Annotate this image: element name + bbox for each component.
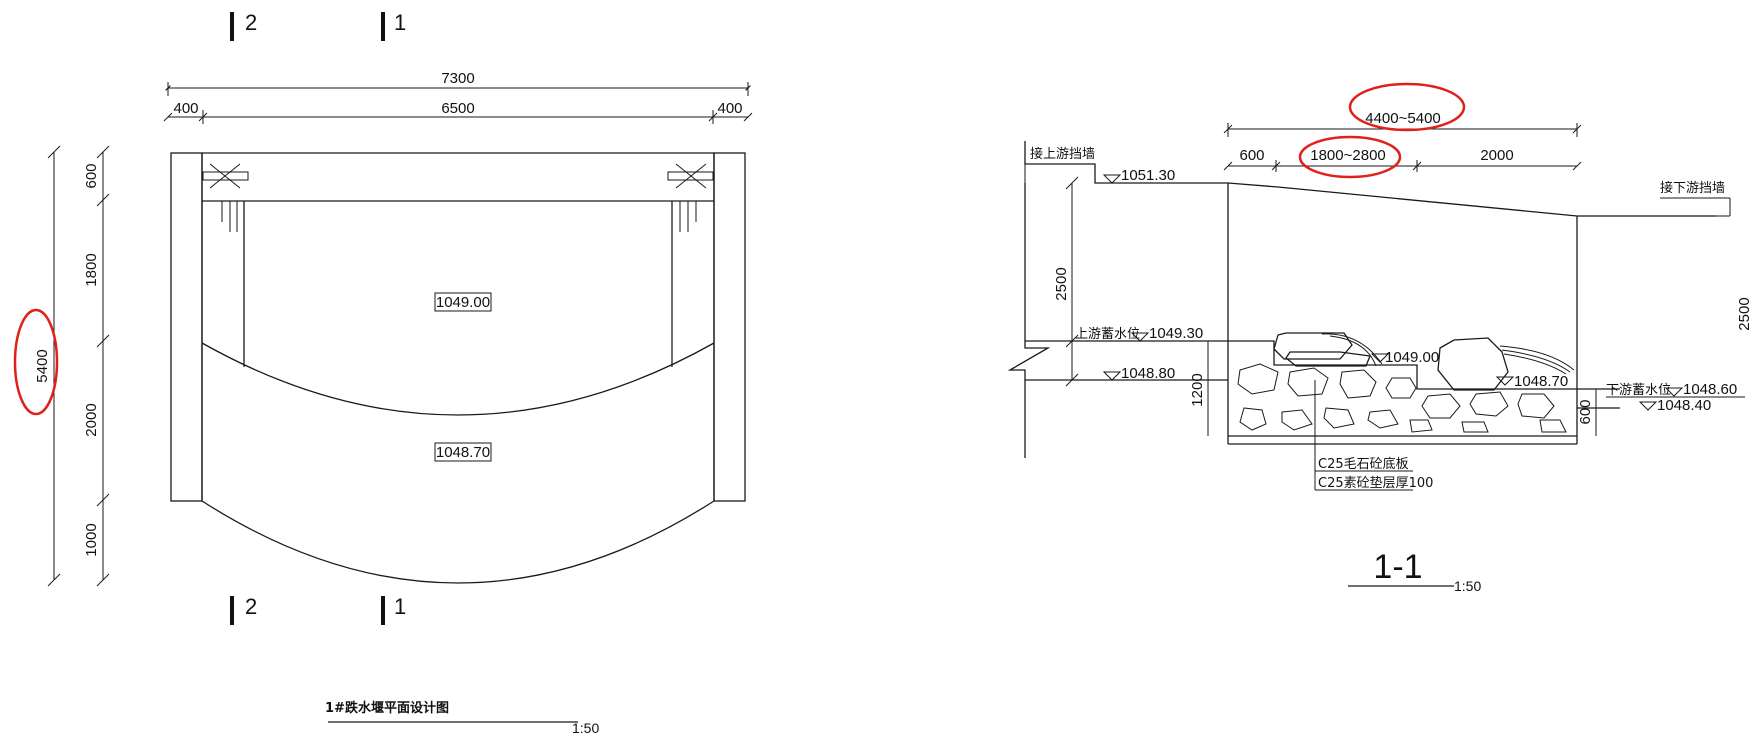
label-upstream-wall: 接上游挡墙 — [1030, 146, 1095, 162]
plan-elev-lower: 1048.70 — [436, 444, 490, 461]
section-title: 1-1 — [1373, 548, 1422, 586]
plan-dim-seg2: 1800 — [83, 253, 100, 286]
weir-boulder — [1437, 337, 1509, 391]
plan-dim-middle: 6500 — [441, 100, 474, 117]
section-dim-seg1: 600 — [1239, 147, 1264, 164]
highlight-ellipse-total — [1348, 82, 1466, 132]
plan-dim-right: 400 — [717, 100, 742, 117]
label-upstream-level: 上游蓄水位 — [1075, 327, 1140, 342]
section-view: 4400~5400 600 1800~2800 2000 接上游挡墙 接下游挡墙 — [1007, 82, 1751, 594]
plan-elev-box-upper — [434, 292, 492, 312]
plan-dim-height-total: 5400 — [34, 349, 51, 382]
section-elev-down-bed: 1048.40 — [1657, 397, 1711, 414]
section-notes: C25毛石砼底板 C25素砼垫层厚100 — [1314, 380, 1433, 491]
weir-stone-lower — [1285, 351, 1371, 367]
section-elevations: 1051.30 上游蓄水位 1049.30 1048.80 1049.00 10… — [1075, 167, 1745, 414]
section-dim-right-height: 2500 — [1736, 297, 1751, 330]
section-elev-down-water: 1048.60 — [1683, 381, 1737, 398]
label-downstream-wall: 接下游挡墙 — [1660, 180, 1725, 196]
section-mark-2-bottom-label: 2 — [245, 594, 257, 619]
section-elev-up-water: 1049.30 — [1149, 325, 1203, 342]
plan-dim-total: 7300 — [441, 70, 474, 87]
highlight-ellipse-5400 — [13, 308, 59, 416]
plan-dim-seg3: 2000 — [83, 403, 100, 436]
plan-elev-upper: 1049.00 — [436, 294, 490, 311]
section-top-dimensions: 4400~5400 600 1800~2800 2000 — [1223, 82, 1582, 179]
plan-elev-box-lower — [434, 442, 492, 462]
label-downstream-level: 下游蓄水位 — [1606, 383, 1671, 398]
section-dim-total: 4400~5400 — [1365, 110, 1441, 127]
plan-scale: 1:50 — [572, 720, 599, 736]
section-dim-left-height: 2500 — [1053, 267, 1070, 300]
section-mark-2-top-label: 2 — [245, 10, 257, 35]
note-cushion: C25素砼垫层厚100 — [1318, 475, 1433, 491]
plan-top-dimensions: 7300 400 6500 400 — [163, 70, 753, 124]
rubble-masonry — [1237, 363, 1567, 433]
section-elev-top: 1051.30 — [1121, 167, 1175, 184]
plan-dim-seg1: 600 — [83, 163, 100, 188]
highlight-ellipse-seg2 — [1298, 135, 1402, 179]
plan-view: 2 1 2 1 7300 400 6500 400 — [13, 10, 753, 736]
section-scale: 1:50 — [1454, 578, 1481, 594]
plan-dim-left: 400 — [173, 100, 198, 117]
section-elev-step: 1048.70 — [1514, 373, 1568, 390]
section-dim-depth: 1200 — [1189, 373, 1206, 406]
section-structure: 接上游挡墙 接下游挡墙 — [1007, 141, 1731, 458]
section-dim-seg3: 2000 — [1480, 147, 1513, 164]
section-vertical-dimensions: 2500 1200 600 2500 — [1053, 176, 1751, 436]
section-dim-seg2: 1800~2800 — [1310, 147, 1386, 164]
note-rubble-slab: C25毛石砼底板 — [1318, 456, 1409, 472]
plan-structure — [170, 152, 746, 584]
section-elev-weir: 1049.00 — [1385, 349, 1439, 366]
plan-dim-seg4: 1000 — [83, 523, 100, 556]
section-dim-small: 600 — [1577, 399, 1594, 424]
section-mark-1-top-label: 1 — [394, 10, 406, 35]
section-elev-up-bed: 1048.80 — [1121, 365, 1175, 382]
section-mark-1-bottom-label: 1 — [394, 594, 406, 619]
plan-title: 1#跌水堰平面设计图 — [325, 700, 449, 716]
weir-stone-upper — [1273, 332, 1353, 360]
plan-left-dimensions: 5400 600 1800 2000 1000 — [13, 145, 110, 587]
